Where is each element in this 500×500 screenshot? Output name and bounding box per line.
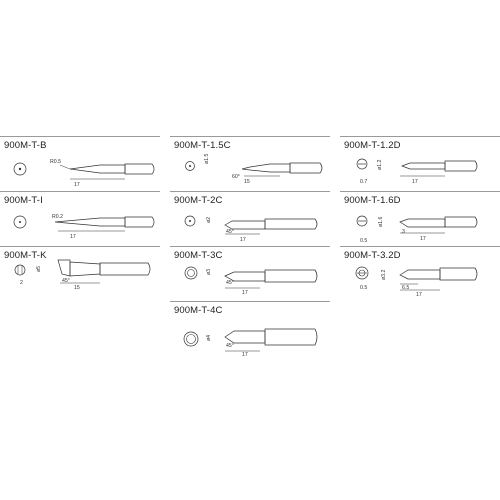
- dim-label: 15: [74, 285, 80, 291]
- dim-label: 15: [244, 179, 250, 185]
- cell-divider: [0, 136, 160, 137]
- dim-label: 60°: [232, 174, 240, 180]
- dim-label: 45°: [226, 343, 234, 349]
- dim-label: ø3.2: [381, 270, 387, 280]
- dim-label: 17: [70, 234, 76, 240]
- tip-drawing-1-6d: ø1.6 0.5 3 17: [356, 215, 478, 244]
- tip-cell-1-6d: 900M-T-1.6D ø1.6 0.5 3 17: [340, 191, 500, 246]
- dim-label: 17: [242, 290, 248, 296]
- tip-name: 900M-T-1.5C: [174, 140, 231, 151]
- tip-name: 900M-T-1.2D: [344, 140, 401, 151]
- tip-name: 900M-T-1.6D: [344, 195, 401, 206]
- dim-label: ø1.2: [377, 160, 383, 170]
- tip-drawing-3c: ø3 45° 17: [184, 266, 318, 296]
- tip-name: 900M-T-3.2D: [344, 250, 401, 261]
- tip-drawing-1-5c: ø1.5 60° 15: [185, 154, 323, 185]
- tip-drawing-2c: ø2 45° 17: [184, 215, 318, 243]
- tip-cell-k: 900M-T-K ø5 2 45° 15: [0, 246, 160, 301]
- dim-label: 0.5: [360, 285, 367, 291]
- cell-divider: [340, 246, 500, 247]
- tip-cell-2c: 900M-T-2C ø2 45° 17: [170, 191, 330, 246]
- dim-label: 2: [20, 280, 23, 286]
- dim-label: 45°: [62, 278, 70, 284]
- tip-cell-1-5c: 900M-T-1.5C ø1.5 60° 15: [170, 136, 330, 191]
- dim-label: 17: [416, 292, 422, 298]
- tip-cell-4c: 900M-T-4C ø4 45° 17: [170, 301, 330, 358]
- tip-name: 900M-T-B: [4, 140, 47, 151]
- tip-cell-3c: 900M-T-3C ø3 45° 17: [170, 246, 330, 301]
- tip-cell-b: 900M-T-B R0.5 17: [0, 136, 160, 191]
- tip-cell-3-2d: 900M-T-3.2D ø3.2 0.5 6.5 17: [340, 246, 500, 301]
- cell-divider: [0, 246, 160, 247]
- tip-drawing-b: R0.5 17: [13, 159, 155, 188]
- cell-divider: [170, 191, 330, 192]
- tip-name: 900M-T-K: [4, 250, 47, 261]
- tip-name: 900M-T-I: [4, 195, 43, 206]
- dim-label: ø3: [206, 269, 212, 275]
- tip-cell-i: 900M-T-I R0.2 17: [0, 191, 160, 246]
- dim-label: 45°: [226, 229, 234, 235]
- tip-drawing-1-2d: ø1.2 0.7 17: [356, 158, 478, 185]
- dim-label: ø1.5: [204, 154, 210, 164]
- tip-drawing-i: R0.2 17: [13, 214, 155, 240]
- dim-label: ø1.6: [378, 217, 384, 227]
- tip-name: 900M-T-2C: [174, 195, 223, 206]
- dim-label: 17: [240, 237, 246, 243]
- dim-label: 17: [420, 236, 426, 242]
- dim-label: 0.5: [360, 238, 367, 244]
- cell-divider: [170, 246, 330, 247]
- dim-label: ø4: [206, 335, 212, 341]
- dim-label: 45°: [226, 280, 234, 286]
- dim-label: ø2: [206, 217, 212, 223]
- cell-divider: [170, 301, 330, 302]
- tip-drawing-3-2d: ø3.2 0.5 6.5 17: [355, 266, 478, 298]
- dim-label: 6.5: [402, 285, 409, 291]
- tip-name: 900M-T-4C: [174, 305, 223, 316]
- dim-label: R0.5: [50, 159, 61, 165]
- dim-label: 17: [412, 179, 418, 185]
- tip-name: 900M-T-3C: [174, 250, 223, 261]
- dim-label: 0.7: [360, 179, 367, 185]
- cell-divider: [340, 191, 500, 192]
- tip-drawing-4c: ø4 45° 17: [183, 328, 318, 358]
- cell-divider: [170, 136, 330, 137]
- dim-label: 17: [242, 352, 248, 358]
- dim-label: ø5: [36, 266, 42, 272]
- tip-drawing-k: ø5 2 45° 15: [14, 259, 151, 291]
- tip-cell-1-2d: 900M-T-1.2D ø1.2 0.7 17: [340, 136, 500, 191]
- dim-label: R0.2: [52, 214, 63, 220]
- dim-label: 17: [74, 182, 80, 188]
- dim-label: 3: [402, 229, 405, 235]
- cell-divider: [340, 136, 500, 137]
- cell-divider: [0, 191, 160, 192]
